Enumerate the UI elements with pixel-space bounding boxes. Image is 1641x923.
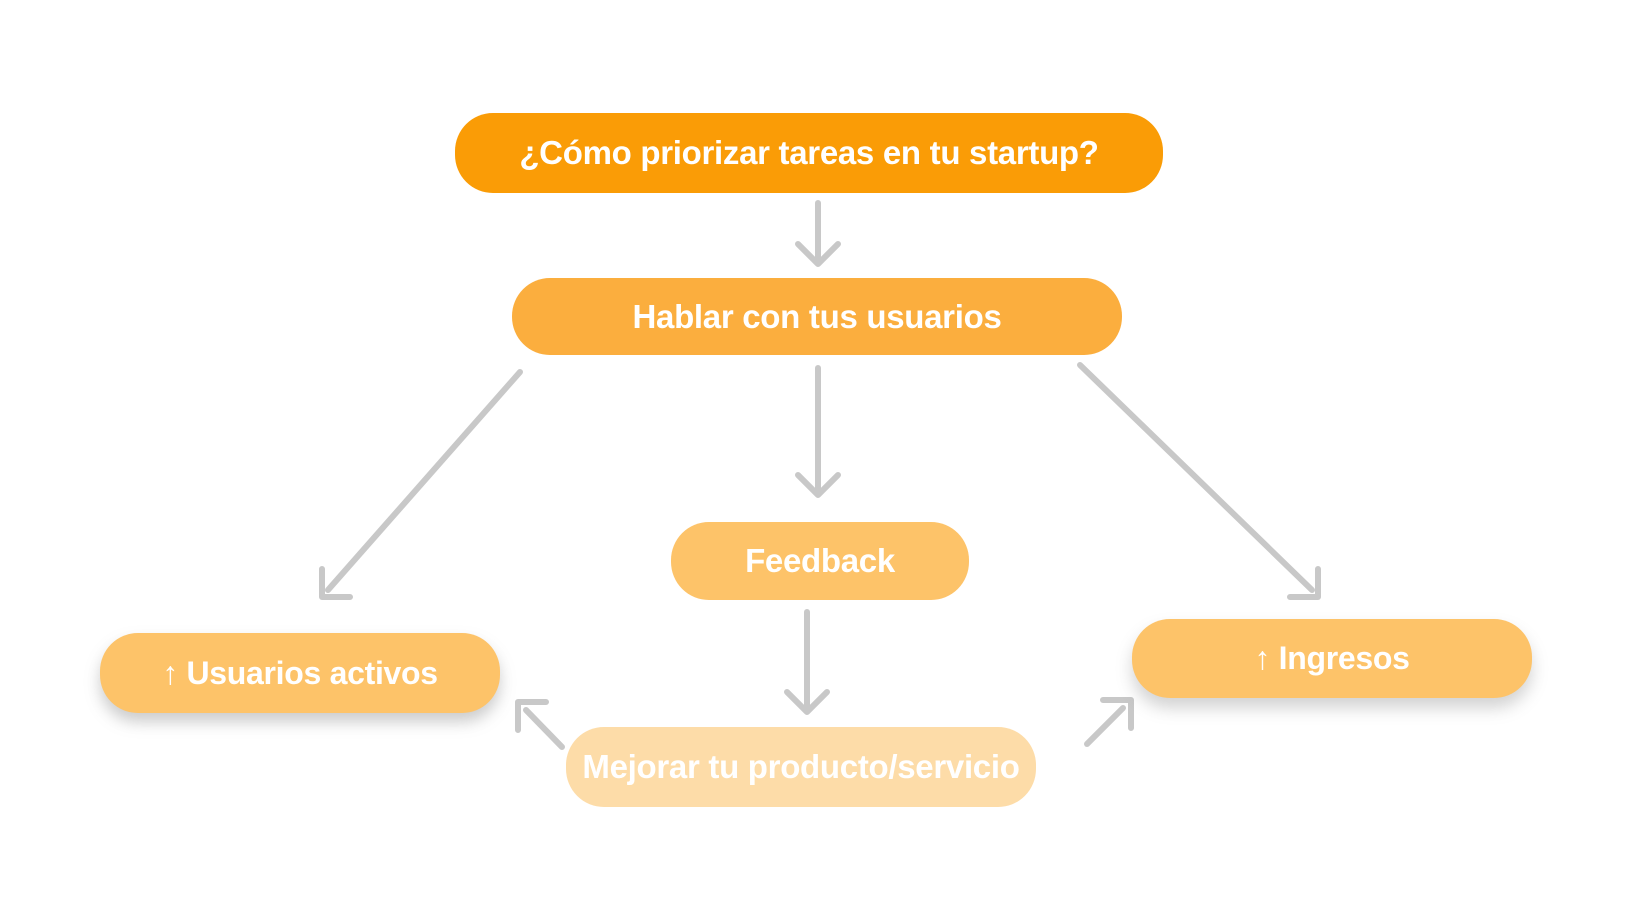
arrow-mejorar-to-usuarios-activos xyxy=(515,699,565,750)
arrow-hablar-to-ingresos xyxy=(1077,362,1321,600)
node-hablar-con-usuarios: Hablar con tus usuarios xyxy=(512,278,1122,355)
node-hablar-con-usuarios-label: Hablar con tus usuarios xyxy=(632,297,1002,335)
node-usuarios-activos: ↑ Usuarios activos xyxy=(100,633,500,713)
node-feedback: Feedback xyxy=(671,522,969,600)
node-feedback-label: Feedback xyxy=(745,542,895,579)
node-mejorar-producto-servicio: Mejorar tu producto/servicio xyxy=(566,727,1036,807)
arrow-hablar-to-usuarios-activos xyxy=(319,369,523,600)
arrow-feedback-to-mejorar xyxy=(784,609,830,715)
node-ingresos: ↑ Ingresos xyxy=(1132,619,1532,698)
node-usuarios-activos-label: ↑ Usuarios activos xyxy=(162,654,438,691)
node-question-label: ¿Cómo priorizar tareas en tu startup? xyxy=(519,134,1099,171)
arrow-question-to-hablar xyxy=(795,200,841,267)
node-question: ¿Cómo priorizar tareas en tu startup? xyxy=(455,113,1163,193)
node-mejorar-producto-servicio-label: Mejorar tu producto/servicio xyxy=(582,748,1020,785)
arrow-hablar-to-feedback xyxy=(795,365,841,498)
arrow-mejorar-to-ingresos xyxy=(1084,697,1134,747)
node-ingresos-label: ↑ Ingresos xyxy=(1254,640,1410,676)
